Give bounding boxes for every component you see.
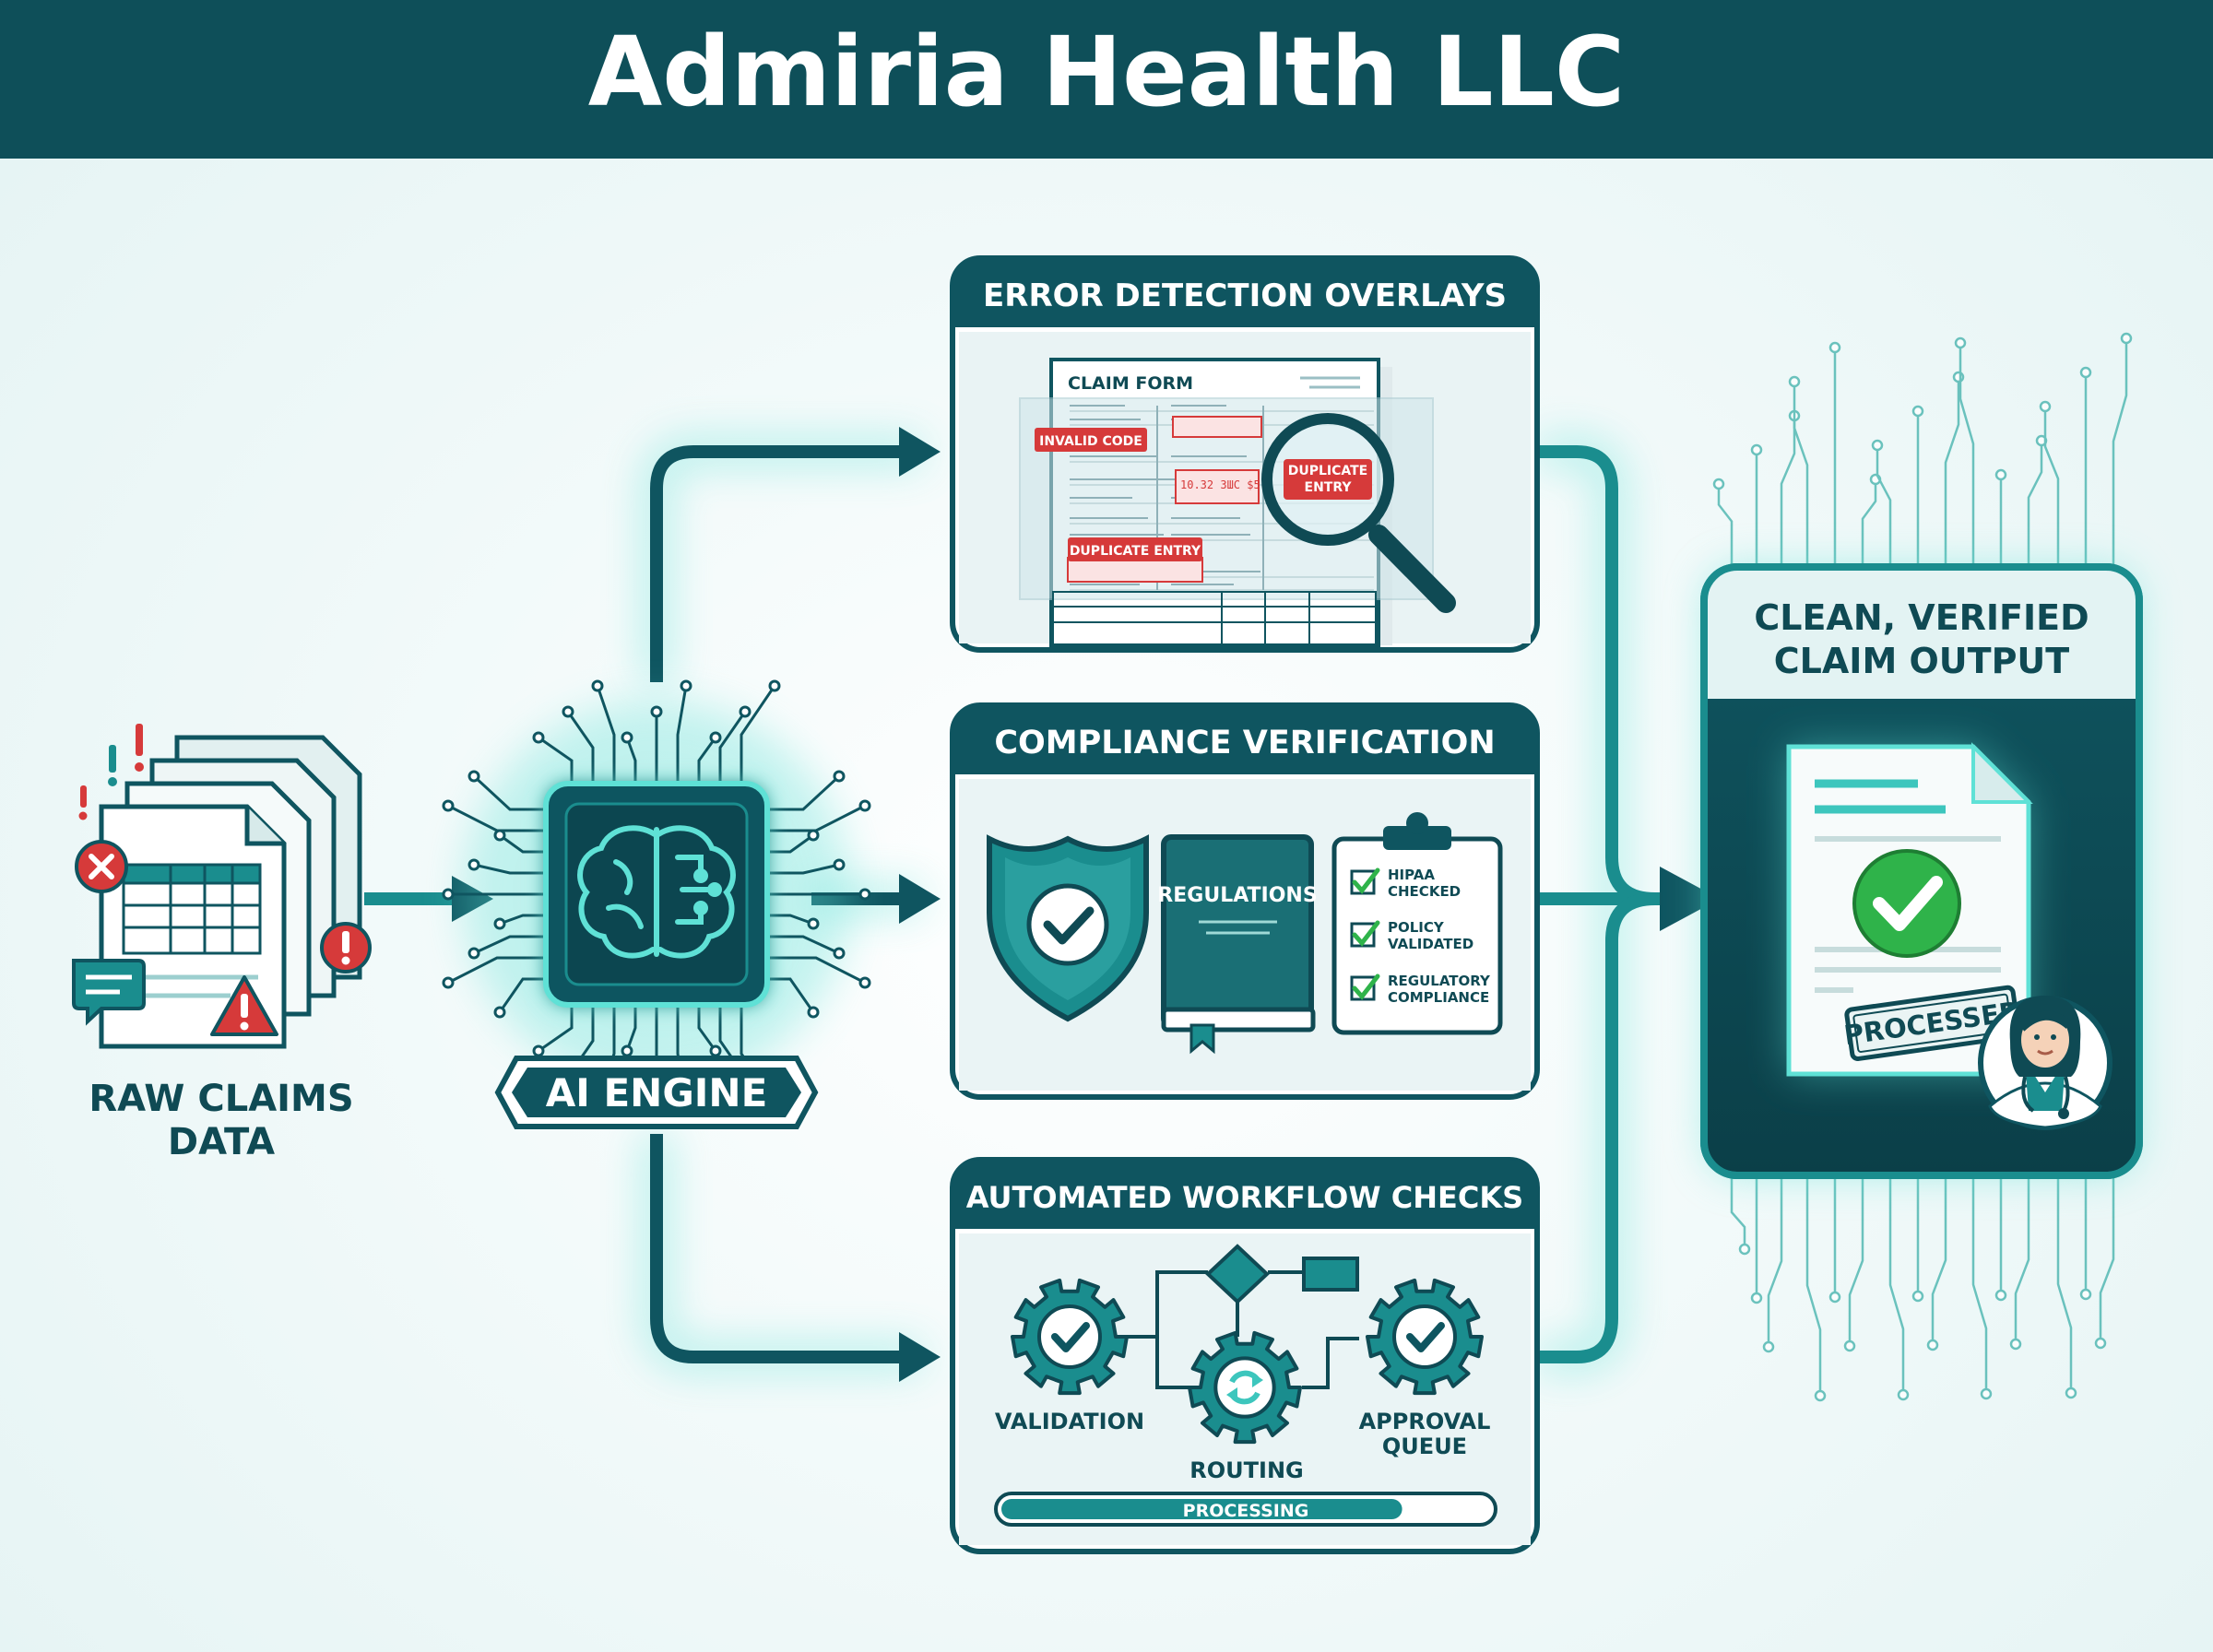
validation-label: VALIDATION bbox=[995, 1409, 1144, 1434]
output-panel: CLEAN, VERIFIED CLAIM OUTPUT PROCESSED bbox=[1700, 332, 2143, 1402]
checklist-item-regulatory: REGULATORY COMPLIANCE bbox=[1350, 973, 1491, 1006]
compliance-panel-title: COMPLIANCE VERIFICATION bbox=[994, 725, 1495, 761]
checklist-item-policy: POLICY VALIDATED bbox=[1350, 919, 1473, 952]
brain-icon bbox=[577, 825, 736, 959]
exclamation-marks-icon bbox=[78, 724, 144, 820]
policy-line2: VALIDATED bbox=[1388, 936, 1473, 952]
progress-label: PROCESSING bbox=[1183, 1501, 1309, 1521]
regulatory-line2: COMPLIANCE bbox=[1388, 989, 1489, 1006]
regulatory-line1: REGULATORY bbox=[1388, 973, 1491, 989]
processing-progress-bar: PROCESSING bbox=[994, 1492, 1497, 1527]
progress-fill bbox=[1001, 1499, 1402, 1519]
hipaa-line2: CHECKED bbox=[1388, 883, 1461, 900]
approval-gear-icon bbox=[1366, 1278, 1484, 1396]
alert-circle-icon bbox=[320, 922, 372, 974]
output-circuit-traces bbox=[1712, 332, 2133, 1402]
compliance-checklist: HIPAA CHECKED POLICY VALIDATED REGULATOR… bbox=[1331, 812, 1503, 1035]
approval-label-line1: APPROVAL bbox=[1359, 1409, 1491, 1434]
process-box-icon bbox=[1302, 1257, 1359, 1292]
approval-label-line2: QUEUE bbox=[1382, 1434, 1467, 1459]
ai-engine-group: AI ENGINE bbox=[442, 679, 871, 1129]
duplicate-entry-badge-zoomed: DUPLICATE ENTRY bbox=[1284, 459, 1372, 500]
workflow-panel-title: AUTOMATED WORKFLOW CHECKS bbox=[966, 1180, 1523, 1215]
validation-gear-icon bbox=[1011, 1278, 1129, 1396]
error-x-icon bbox=[75, 840, 128, 893]
routing-label: ROUTING bbox=[1189, 1457, 1303, 1483]
output-title-line1: CLEAN, VERIFIED bbox=[1754, 597, 2089, 638]
regulations-label: REGULATIONS bbox=[1157, 884, 1317, 907]
claim-amount-text: 10.32 3ШС $5 bbox=[1180, 478, 1260, 491]
circuit-traces bbox=[442, 679, 871, 1109]
routing-gear-icon bbox=[1188, 1330, 1302, 1445]
shield-check-icon bbox=[987, 834, 1149, 1022]
page-title: Admiria Health LLC bbox=[588, 16, 1626, 128]
doctor-avatar bbox=[1978, 996, 2112, 1130]
duplicate-entry-badge: DUPLICATE ENTRY bbox=[1068, 537, 1202, 561]
header-bar: Admiria Health LLC bbox=[0, 0, 2213, 159]
arrow-head-to-workflow bbox=[899, 1332, 941, 1382]
raw-claims-label-line1: RAW CLAIMS bbox=[89, 1078, 353, 1120]
policy-line1: POLICY bbox=[1388, 919, 1445, 936]
regulations-book-icon: REGULATIONS bbox=[1157, 834, 1318, 1055]
ai-engine-label: AI ENGINE bbox=[546, 1070, 768, 1115]
arrow-head-to-output bbox=[1660, 867, 1720, 931]
workflow-connectors bbox=[1116, 1270, 1359, 1389]
spreadsheet-icon bbox=[122, 863, 262, 955]
arrow-head-to-compliance bbox=[899, 874, 941, 924]
duplicate-zoom-line2: ENTRY bbox=[1305, 480, 1353, 495]
decision-diamond-icon bbox=[1205, 1244, 1270, 1304]
claim-form-title: CLAIM FORM bbox=[1068, 373, 1193, 394]
raw-claims-label-line2: DATA bbox=[168, 1121, 275, 1163]
magnifier-icon: DUPLICATE ENTRY bbox=[1261, 413, 1456, 613]
ai-engine-badge: AI ENGINE bbox=[494, 1056, 819, 1129]
invalid-code-label: INVALID CODE bbox=[1039, 434, 1142, 449]
hipaa-line1: HIPAA bbox=[1388, 867, 1435, 883]
error-detection-panel: ERROR DETECTION OVERLAYS CLAIM FORM 10.3… bbox=[950, 255, 1540, 653]
duplicate-entry-label: DUPLICATE ENTRY bbox=[1070, 544, 1201, 559]
raw-claims-group: RAW CLAIMS DATA bbox=[72, 724, 372, 1163]
comment-bubble-icon bbox=[72, 959, 146, 1026]
success-check-icon bbox=[1852, 849, 1961, 958]
workflow-panel: AUTOMATED WORKFLOW CHECKS VALIDATION ROU… bbox=[950, 1157, 1540, 1554]
checklist-item-hipaa: HIPAA CHECKED bbox=[1350, 867, 1461, 900]
warning-triangle-icon bbox=[210, 975, 278, 1036]
output-title-line2: CLAIM OUTPUT bbox=[1774, 641, 2069, 681]
error-panel-title: ERROR DETECTION OVERLAYS bbox=[983, 277, 1507, 314]
arrow-head-to-error bbox=[899, 427, 941, 477]
invalid-code-badge: INVALID CODE bbox=[1035, 428, 1147, 452]
compliance-panel: COMPLIANCE VERIFICATION REGULATIONS HIPA… bbox=[950, 702, 1540, 1100]
duplicate-zoom-line1: DUPLICATE bbox=[1288, 464, 1368, 478]
